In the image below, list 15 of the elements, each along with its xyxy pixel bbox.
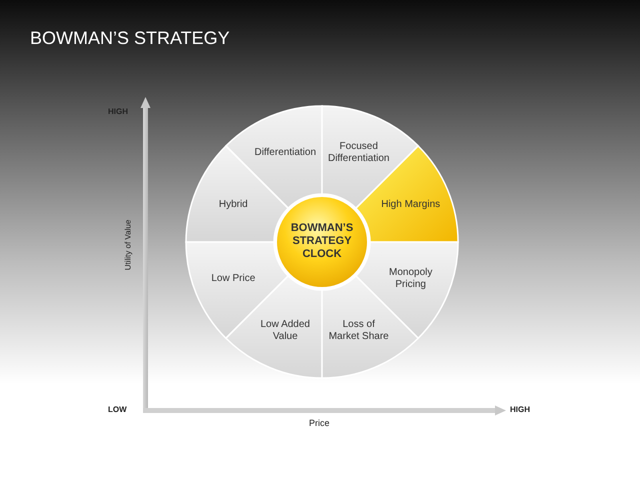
- axis-title: Price: [309, 418, 330, 428]
- segment-label: Monopoly Pricing: [388, 266, 434, 291]
- segment-label: Hybrid: [218, 199, 249, 212]
- segment-label: Low Added Value: [260, 318, 311, 343]
- segment-label: Low Price: [210, 272, 256, 285]
- axis-end-label: HIGH: [108, 107, 128, 116]
- segment-label: Differentiation: [253, 147, 318, 160]
- clock-label: BOWMAN’S STRATEGY CLOCK: [290, 222, 354, 262]
- slide-title: BOWMAN’S STRATEGY: [30, 28, 230, 49]
- segment-label: Focused Differentiation: [326, 141, 390, 166]
- axis-end-label: HIGH: [510, 405, 530, 414]
- segment-label: Loss of Market Share: [328, 318, 390, 343]
- axis-end-label: LOW: [108, 405, 127, 414]
- segment-label: High Margins: [380, 199, 442, 212]
- axis-title: Utility of Value: [124, 220, 132, 270]
